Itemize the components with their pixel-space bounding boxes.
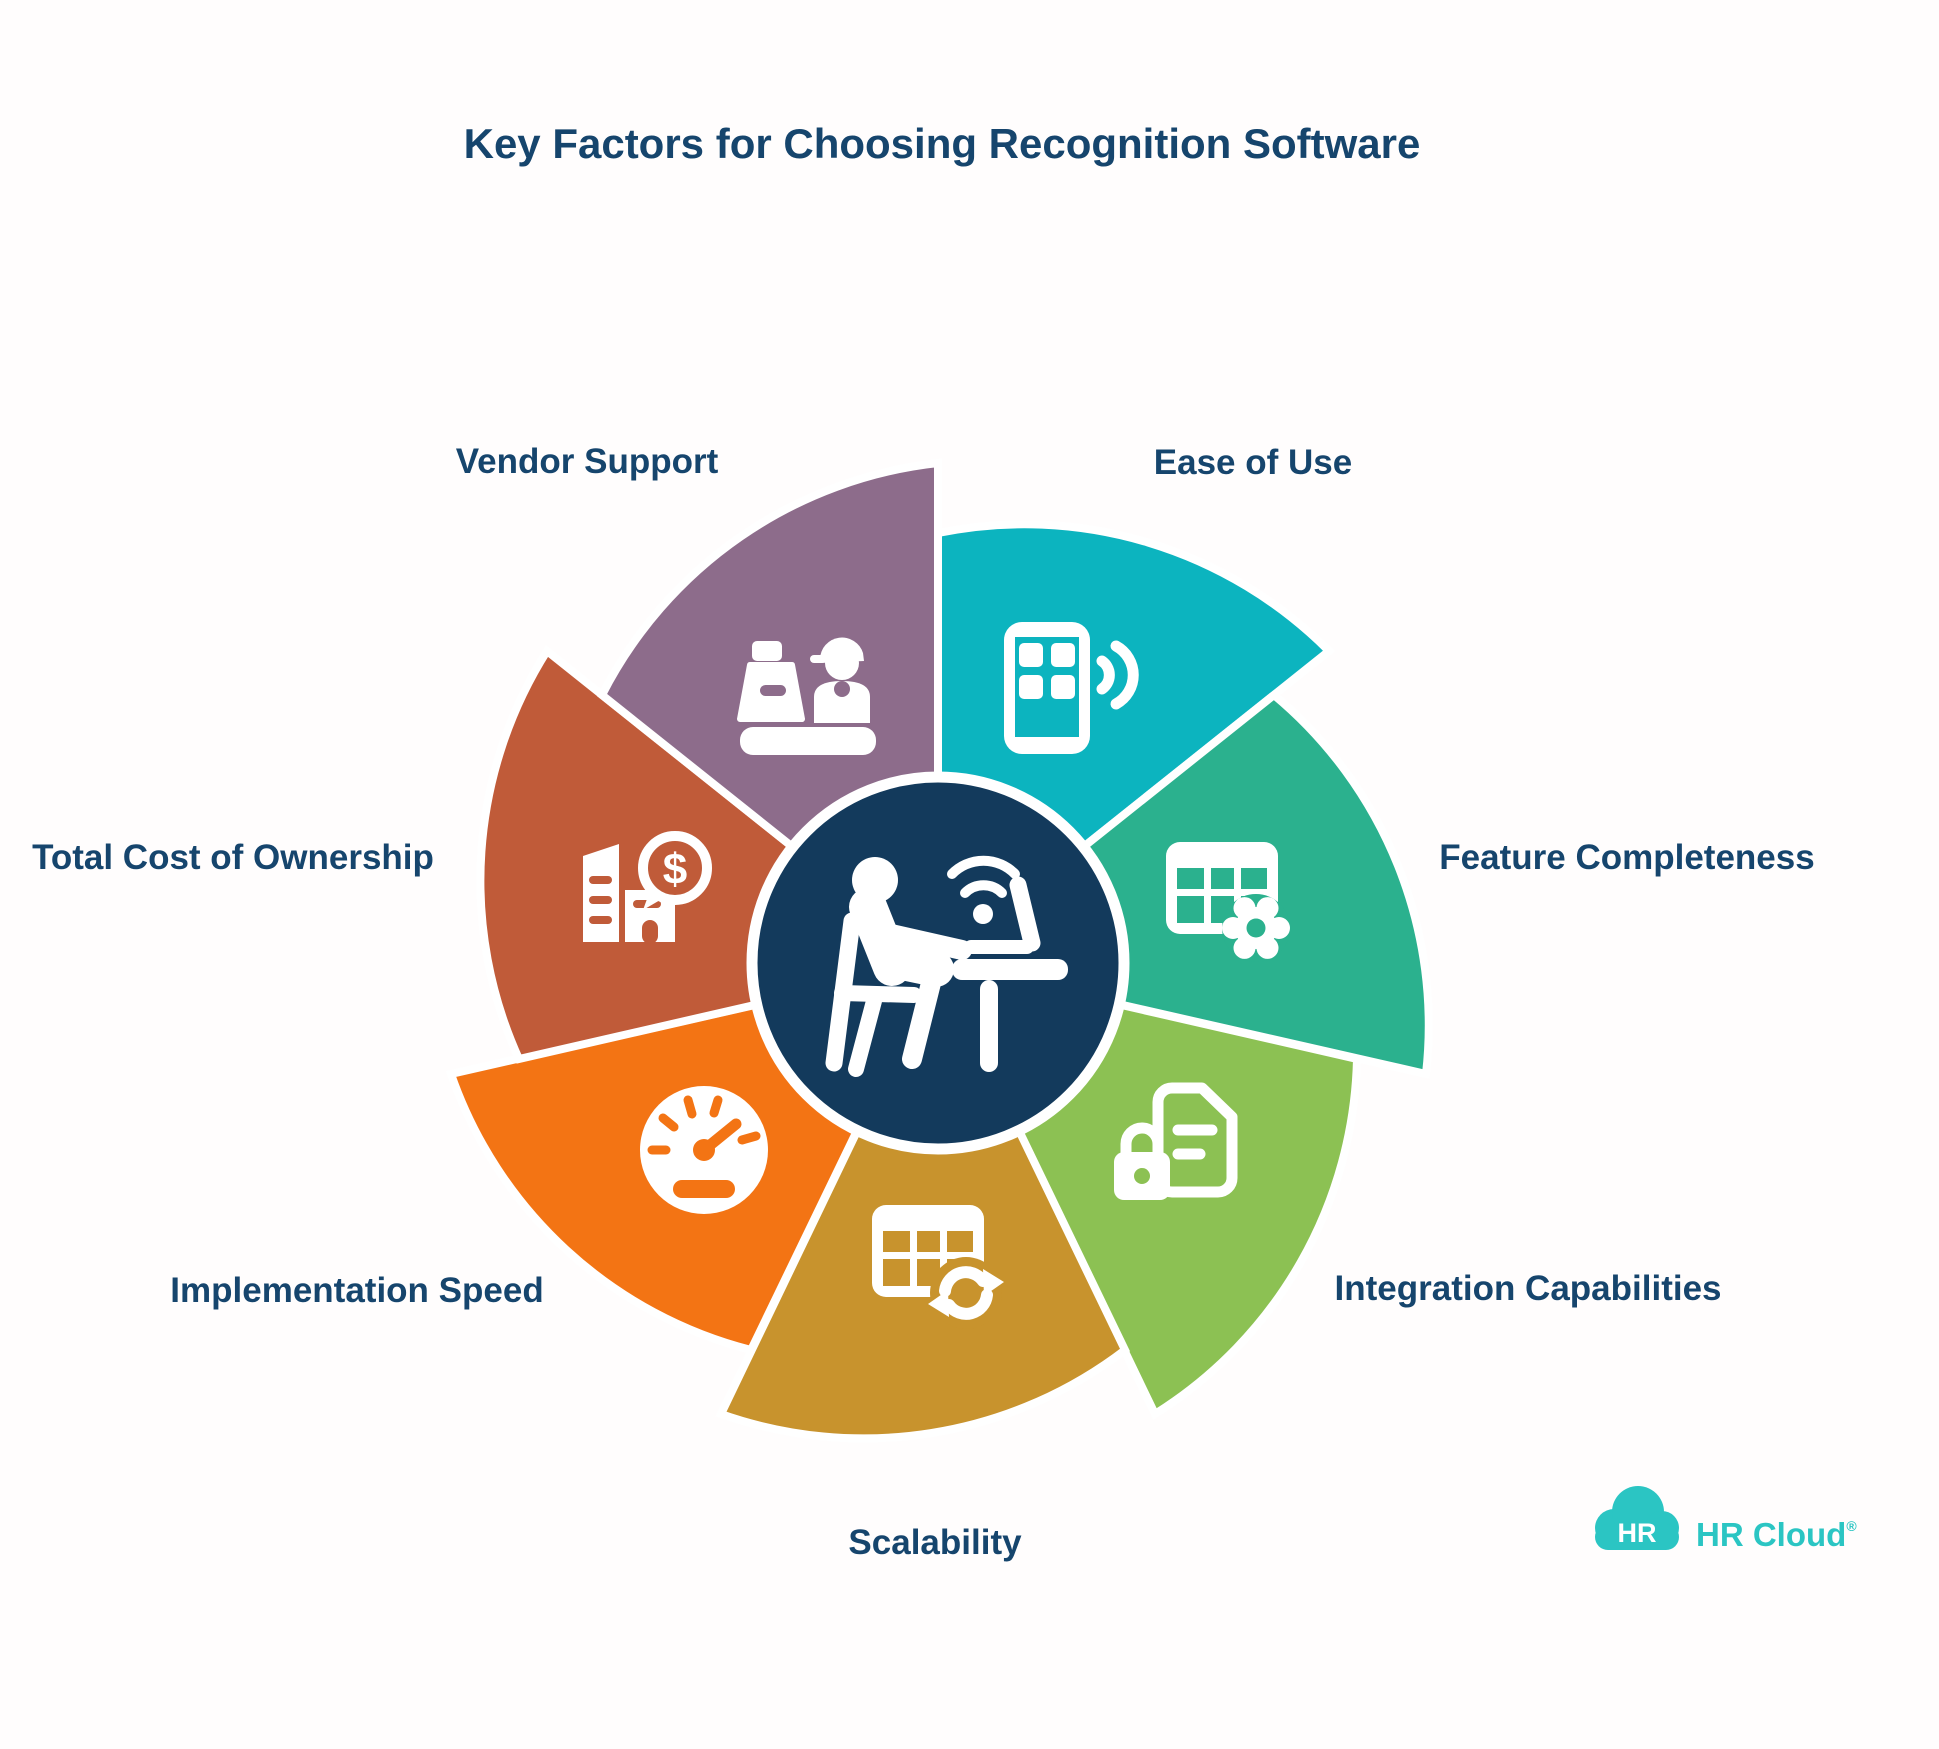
speedometer-icon [640,1086,768,1214]
segment-scalability [715,953,1131,1443]
table-sync-icon [872,1205,1004,1329]
label-implementation-speed: Implementation Speed [170,1271,543,1310]
vendor-desk-icon [737,637,876,755]
page-title: Key Factors for Choosing Recognition Sof… [464,120,1421,167]
cloud-icon [1595,1486,1679,1550]
table-gear-icon [1166,842,1290,962]
label-feature-completeness: Feature Completeness [1439,838,1814,877]
logo-badge-text: HR [1618,1518,1657,1548]
registered-mark: ® [1846,1518,1857,1534]
lock-document-icon [1114,1082,1238,1200]
dollar-glyph: $ [663,845,687,894]
label-vendor-support: Vendor Support [456,442,719,481]
label-scalability: Scalability [848,1523,1022,1562]
smartphone-icon [1004,622,1139,754]
logo-brand-text: HR Cloud® [1696,1516,1857,1553]
label-ease-of-use: Ease of Use [1154,443,1352,482]
building-dollar-icon: $ [583,831,712,944]
hr-cloud-logo: HR HR Cloud® [1595,1486,1857,1553]
person-at-computer-icon [825,855,1068,1077]
label-integration-capabilities: Integration Capabilities [1335,1269,1722,1308]
label-total-cost-of-ownership: Total Cost of Ownership [32,838,434,877]
